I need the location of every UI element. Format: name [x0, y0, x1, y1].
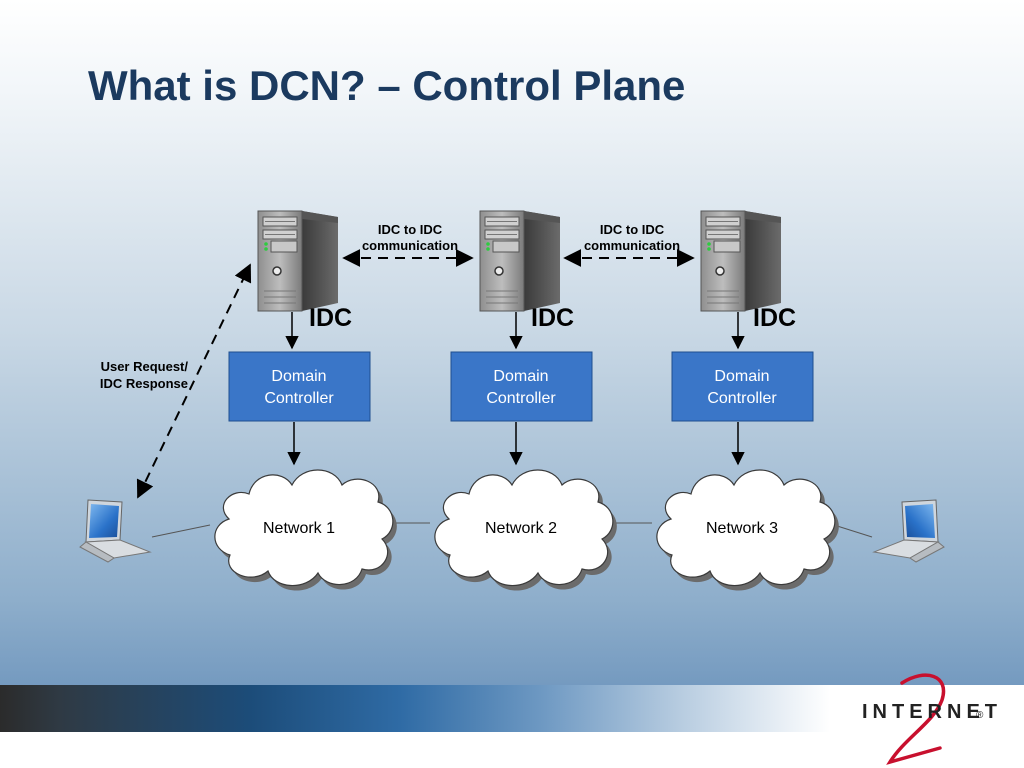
- laptop-icon-left: [79, 499, 151, 563]
- logo-text: INTERNET: [862, 701, 1002, 723]
- domain-controller-3-line2: Controller: [707, 390, 777, 407]
- domain-controller-3: Domain Controller: [671, 351, 814, 422]
- network-label-1: Network 1: [263, 520, 335, 537]
- idc-comm-label-2-line1: IDC to IDC: [600, 222, 665, 237]
- server-icon-2: [479, 210, 561, 312]
- link-laptop-left-network1: [151, 524, 211, 538]
- domain-controller-1-line2: Controller: [264, 390, 334, 407]
- server-icon-3: [700, 210, 782, 312]
- server-icon-1: [257, 210, 339, 312]
- domain-controller-1-line1: Domain: [271, 368, 326, 385]
- footer-gradient-bar: [0, 685, 1024, 732]
- internet2-logo-swoosh: [886, 673, 946, 765]
- laptop-icon-right: [873, 499, 945, 563]
- domain-controller-2-line1: Domain: [493, 368, 548, 385]
- domain-controller-3-line1: Domain: [714, 368, 769, 385]
- user-request-label-line2: IDC Response: [100, 376, 188, 391]
- domain-controller-2-line2: Controller: [486, 390, 556, 407]
- network-label-2: Network 2: [485, 520, 557, 537]
- internet2-logo: INTERNET ®: [862, 673, 1002, 765]
- idc-comm-label-2-line2: communication: [584, 238, 680, 253]
- domain-controller-1: Domain Controller: [228, 351, 371, 422]
- domain-controller-2: Domain Controller: [450, 351, 593, 422]
- footer-band: [0, 732, 1024, 768]
- idc-comm-label-1-line1: IDC to IDC: [378, 222, 443, 237]
- slide-title: What is DCN? – Control Plane: [88, 62, 686, 109]
- logo-registered: ®: [976, 710, 984, 721]
- user-request-arrow: [136, 263, 252, 499]
- user-request-label-line1: User Request/: [101, 359, 189, 374]
- idc-label-1: IDC: [309, 304, 352, 332]
- idc-label-3: IDC: [753, 304, 796, 332]
- idc-comm-label-1-line2: communication: [362, 238, 458, 253]
- link-network3-laptop-right: [833, 524, 873, 538]
- network-label-3: Network 3: [706, 520, 778, 537]
- idc-label-2: IDC: [531, 304, 574, 332]
